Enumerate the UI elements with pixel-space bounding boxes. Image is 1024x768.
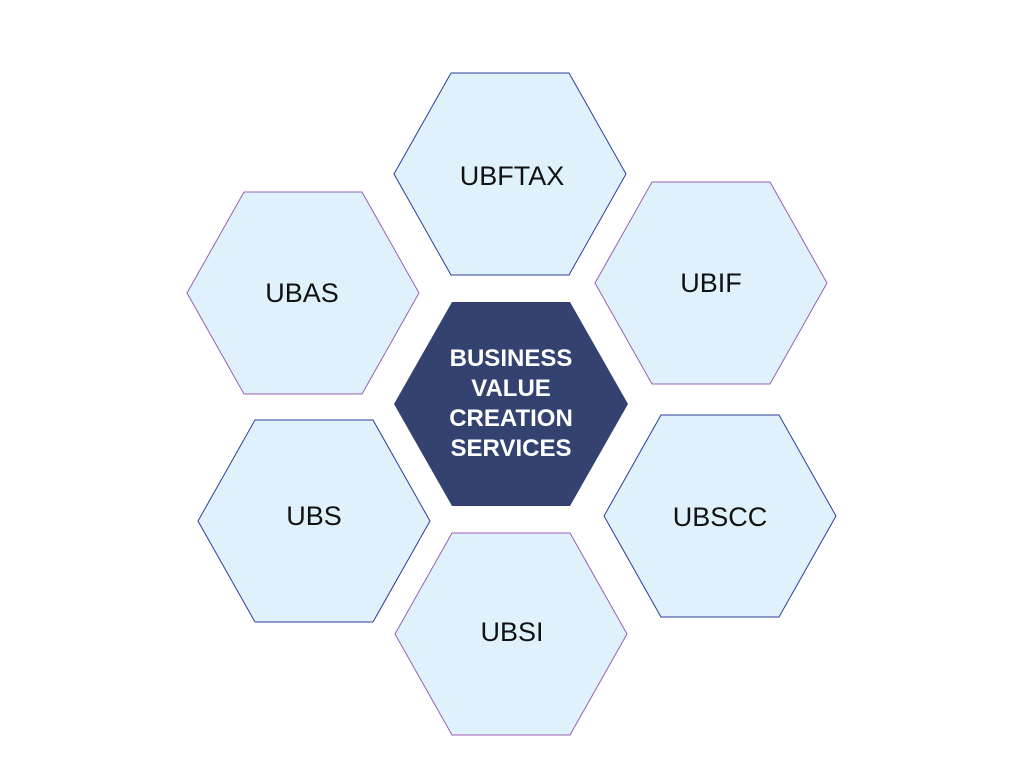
hexagon-ubsi-label: UBSI [480, 617, 543, 647]
center-label-line-2: VALUE [471, 375, 551, 402]
center-hexagon: BUSINESS VALUE CREATION SERVICES [394, 302, 628, 506]
hexagon-ubs-label: UBS [286, 501, 342, 531]
hexagon-ubif: UBIF [594, 181, 828, 385]
hexagon-ubas-shape [186, 191, 420, 395]
hexagon-ubsi-shape [394, 532, 628, 736]
hexagon-ubscc-shape [603, 414, 837, 618]
hexagon-ubftax: UBFTAX [393, 72, 627, 276]
center-label-line-3: CREATION [449, 405, 573, 432]
hexagon-ubscc-label: UBSCC [673, 502, 768, 532]
center-label-line-1: BUSINESS [450, 345, 573, 372]
hexagon-ubftax-shape [393, 72, 627, 276]
hexagon-ubas-label: UBAS [265, 278, 339, 308]
hexagon-ubftax-label: UBFTAX [460, 161, 565, 191]
hexagon-ubif-shape [594, 181, 828, 385]
center-label-line-4: SERVICES [451, 435, 572, 462]
hexagon-ubs-shape [197, 419, 431, 623]
hexagon-ubif-label: UBIF [680, 268, 742, 298]
hexagon-ubscc: UBSCC [603, 414, 837, 618]
hexagon-ubs: UBS [197, 419, 431, 623]
hexagon-ubsi: UBSI [394, 532, 628, 736]
hexagon-ubas: UBAS [186, 191, 420, 395]
center-hexagon-shape [394, 302, 628, 506]
